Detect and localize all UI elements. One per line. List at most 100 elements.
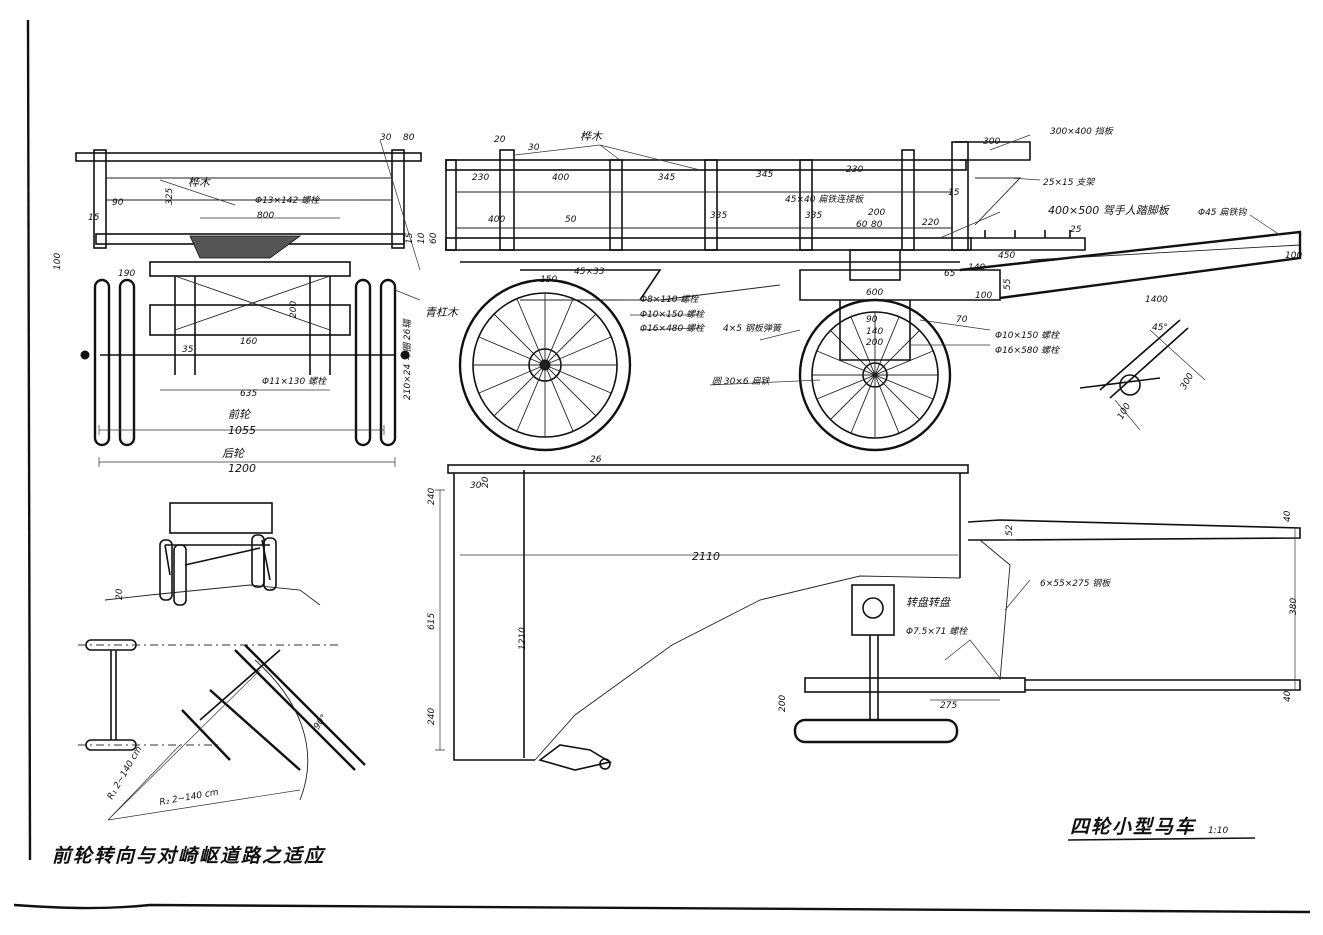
side-dim-15: 15: [948, 188, 960, 198]
front-wheel-left-a: [93, 278, 111, 447]
side-dim-400b: 400: [488, 215, 505, 225]
label-radius: R₁ 2~140 cm: [106, 745, 145, 802]
rear-wheel-spokes: [473, 293, 617, 437]
side-dim-90: 90: [866, 315, 878, 325]
side-dim-70: 70: [956, 315, 968, 325]
plan-dim-2110: 2110: [692, 550, 720, 563]
front-hub-left: [80, 350, 90, 360]
label-axle-bolt: Φ11×130 螺栓: [262, 376, 327, 387]
dim-35: 35: [182, 345, 194, 355]
terrain-wheel-1: [159, 539, 173, 601]
side-bracket: [974, 177, 1022, 226]
side-dim-450: 450: [998, 251, 1015, 261]
plan-dim-side: [435, 489, 445, 751]
side-dim-30: 30: [528, 143, 540, 153]
front-leader-lines: [159, 139, 421, 301]
dim-30-top: 30: [380, 133, 392, 143]
plan-dim-615: 615: [427, 613, 437, 630]
plan-dim-26: 26: [590, 455, 602, 465]
side-dim-345b: 345: [756, 170, 773, 180]
side-dim-335b: 335: [805, 211, 822, 221]
plan-front-wheel: [793, 718, 959, 744]
plan-shaft-brace: [979, 539, 1011, 681]
plan-top-rail: [447, 464, 969, 474]
dim-100: 100: [53, 253, 63, 270]
side-post-5: [901, 149, 915, 251]
side-board-lines: [456, 191, 952, 229]
label-wheel-size: 210×24 车圈 26辐: [402, 318, 413, 400]
plan-view: 2110 1210 240 30 26 615 20 240 275 200 4…: [427, 455, 1301, 771]
front-cross-beam: [149, 261, 351, 277]
plan-dim-1210: 1210: [518, 627, 528, 650]
side-leaders-bolts: [620, 299, 991, 386]
turning-wheel-bottom: [85, 739, 137, 751]
label-steel-plate: 6×55×275 钢板: [1040, 578, 1112, 589]
turning-arc: [254, 659, 309, 801]
drawing-scale: 1:10: [1208, 826, 1228, 836]
dim-line-1055: [98, 425, 385, 435]
label-pillar: 青杠木: [425, 306, 459, 319]
front-wheel-left-b: [118, 278, 136, 447]
label-bolt-142: Φ13×142 螺栓: [255, 195, 320, 206]
terrain-dim-20: 20: [115, 588, 125, 600]
rear-wheel-rim-outer: [458, 278, 632, 452]
label-turntable: 转盘转盘: [906, 596, 952, 609]
front-wheel-right-b: [379, 278, 397, 447]
swingletree-pivot: [1119, 374, 1141, 396]
front-axle-box: [149, 304, 351, 336]
sheet-bottom-border: [13, 903, 1311, 914]
dim-60: 60: [429, 232, 439, 244]
drawing-title: 四轮小型马车: [1070, 816, 1197, 838]
side-leader-wood: [514, 144, 701, 171]
label-bolt-150b: Φ10×150 螺栓: [995, 330, 1060, 341]
side-dim-230b: 230: [846, 165, 863, 175]
dim-15: 15: [88, 213, 100, 223]
terrain-undercarriage: [164, 539, 271, 581]
dim-15b: 15: [405, 232, 415, 244]
swingletree-dims: [1114, 329, 1206, 431]
label-spring: 4×5 钢板弹簧: [723, 323, 783, 334]
plan-dim-275: 275: [940, 701, 957, 711]
side-dim-140: 140: [968, 263, 985, 273]
terrain-view: 20: [104, 502, 321, 606]
side-dim-200b: 200: [866, 338, 883, 348]
terrain-wheel-4: [263, 537, 277, 591]
side-dim-45deg: 45°: [1152, 323, 1168, 333]
side-dim-45x33: 45×33: [574, 267, 605, 277]
dim-200: 200: [289, 301, 299, 318]
label-bolt-580: Φ16×580 螺栓: [995, 345, 1060, 356]
side-dim-50: 50: [565, 215, 577, 225]
front-inner-lines: [106, 177, 392, 201]
front-wheel-spokes: [812, 312, 938, 438]
label-footrest: 400×500 驾手人踏脚板: [1048, 204, 1171, 217]
plan-front-axle-beam: [804, 677, 1026, 693]
plan-dim-200: 200: [778, 695, 788, 712]
side-view: 桦木 300×400 挡板 25×15 支架 400×500 驾手人踏脚板 45…: [445, 126, 1302, 452]
plan-dim-52: 52: [1005, 524, 1015, 536]
side-underframe: [460, 261, 960, 301]
front-wheel-rim-outer: [798, 298, 952, 452]
side-dim-230: 230: [472, 173, 489, 183]
front-view: 桦木 Φ13×142 螺栓 800 青杠木 Φ11×130 螺栓 前轮 1055…: [53, 133, 459, 475]
side-dim-200: 200: [868, 208, 885, 218]
turning-centerlines: [78, 644, 340, 746]
turning-radius-lines: [107, 669, 301, 821]
label-bolt-75: Φ7.5×71 螺栓: [906, 626, 968, 637]
plan-break-line: [534, 575, 961, 761]
side-post-3: [704, 159, 718, 251]
side-dim-100: 100: [975, 291, 992, 301]
label-bolt-480: Φ16×480 螺栓: [640, 323, 705, 334]
side-dim-55: 55: [1003, 278, 1013, 290]
side-dim-600: 600: [866, 288, 883, 298]
terrain-wheel-2: [173, 544, 187, 606]
turning-axle: [110, 650, 117, 740]
plan-dims-lines: [930, 528, 1296, 701]
side-post-1: [499, 149, 515, 251]
side-dim-60: 60: [856, 220, 868, 230]
plan-turntable: [851, 584, 895, 636]
plan-bed-outline: [453, 473, 961, 761]
side-dim-335: 335: [710, 211, 727, 221]
plan-dim-380: 380: [1289, 598, 1299, 615]
side-dim-400: 400: [552, 173, 569, 183]
swingletree: [1079, 319, 1189, 399]
